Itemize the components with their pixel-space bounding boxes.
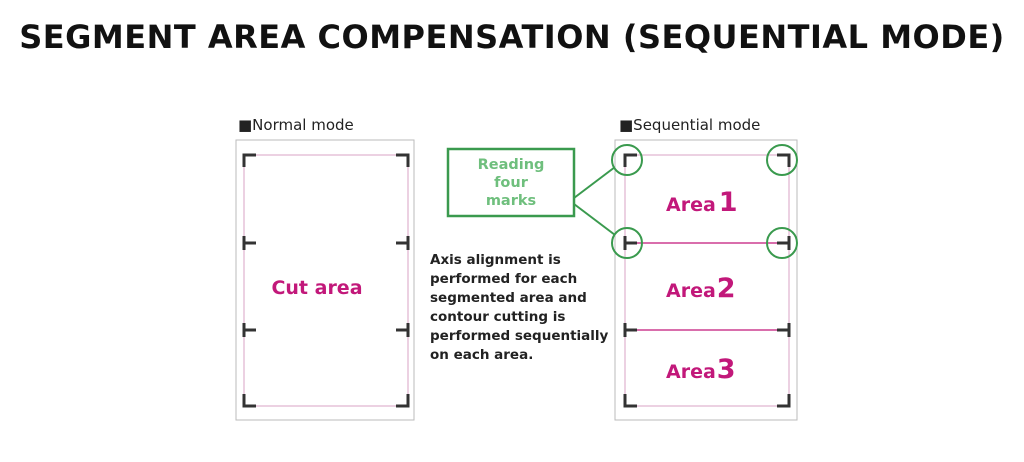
normal-mode-sheet: Cut area <box>235 139 415 421</box>
sequential-area-outline <box>624 154 790 407</box>
read-mark-highlights <box>611 144 798 259</box>
mark-bottom-right <box>777 394 791 408</box>
mark-top-right <box>396 153 410 167</box>
mark-mid-right-2 <box>777 323 791 337</box>
callout-pointer-top <box>573 163 620 199</box>
mark-mid-left-1 <box>623 236 637 250</box>
description-line: segmented area and <box>430 290 587 306</box>
description-line: on each area. <box>430 347 533 363</box>
description-line: performed for each <box>430 271 577 287</box>
callout-line: four <box>494 175 529 191</box>
mark-mid-left-2 <box>623 323 637 337</box>
normal-cut-area-outline <box>243 154 409 407</box>
normal-mode-heading: ■Normal mode <box>238 116 354 134</box>
mark-top-left <box>623 153 637 167</box>
mark-mid-left-2 <box>242 323 256 337</box>
callout-line: Reading <box>478 157 545 173</box>
page-title: SEGMENT AREA COMPENSATION (SEQUENTIAL MO… <box>19 18 1005 56</box>
callout-pointer-bottom <box>573 203 620 239</box>
area-2-label: Area2 <box>666 273 736 304</box>
normal-registration-marks <box>242 153 410 408</box>
description-text: Axis alignment is performed for each seg… <box>430 252 609 363</box>
highlight-circle-top-left <box>611 144 643 176</box>
mark-mid-right-1 <box>396 236 410 250</box>
reading-marks-callout: Reading four marks <box>446 147 620 239</box>
callout-line: marks <box>486 193 536 209</box>
highlight-circle-top-right <box>766 144 798 176</box>
mark-bottom-right <box>396 394 410 408</box>
mark-top-left <box>242 153 256 167</box>
sequential-sheet-border <box>614 139 798 421</box>
area-word: Area <box>666 194 716 216</box>
cut-area-label: Cut area <box>271 277 362 299</box>
description-line: contour cutting is <box>430 309 565 325</box>
mark-bottom-left <box>623 394 637 408</box>
callout-box <box>446 147 576 218</box>
highlight-circle-mid-right <box>766 227 798 259</box>
area-word: Area <box>666 361 716 383</box>
mark-mid-right-1 <box>777 236 791 250</box>
mark-top-right <box>777 153 791 167</box>
sequential-mode-heading: ■Sequential mode <box>619 116 760 134</box>
mark-mid-right-2 <box>396 323 410 337</box>
area-3-label: Area3 <box>666 354 736 385</box>
area-number: 2 <box>717 273 736 304</box>
area-number: 3 <box>717 354 736 385</box>
description-line: performed sequentially <box>430 328 609 344</box>
description-line: Axis alignment is <box>430 252 561 268</box>
normal-sheet-border <box>235 139 415 421</box>
sequential-registration-marks <box>623 153 791 408</box>
mark-mid-left-1-path <box>242 236 256 250</box>
highlight-circle-mid-left <box>611 227 643 259</box>
area-number: 1 <box>719 187 738 218</box>
mark-bottom-left <box>242 394 256 408</box>
area-word: Area <box>666 280 716 302</box>
